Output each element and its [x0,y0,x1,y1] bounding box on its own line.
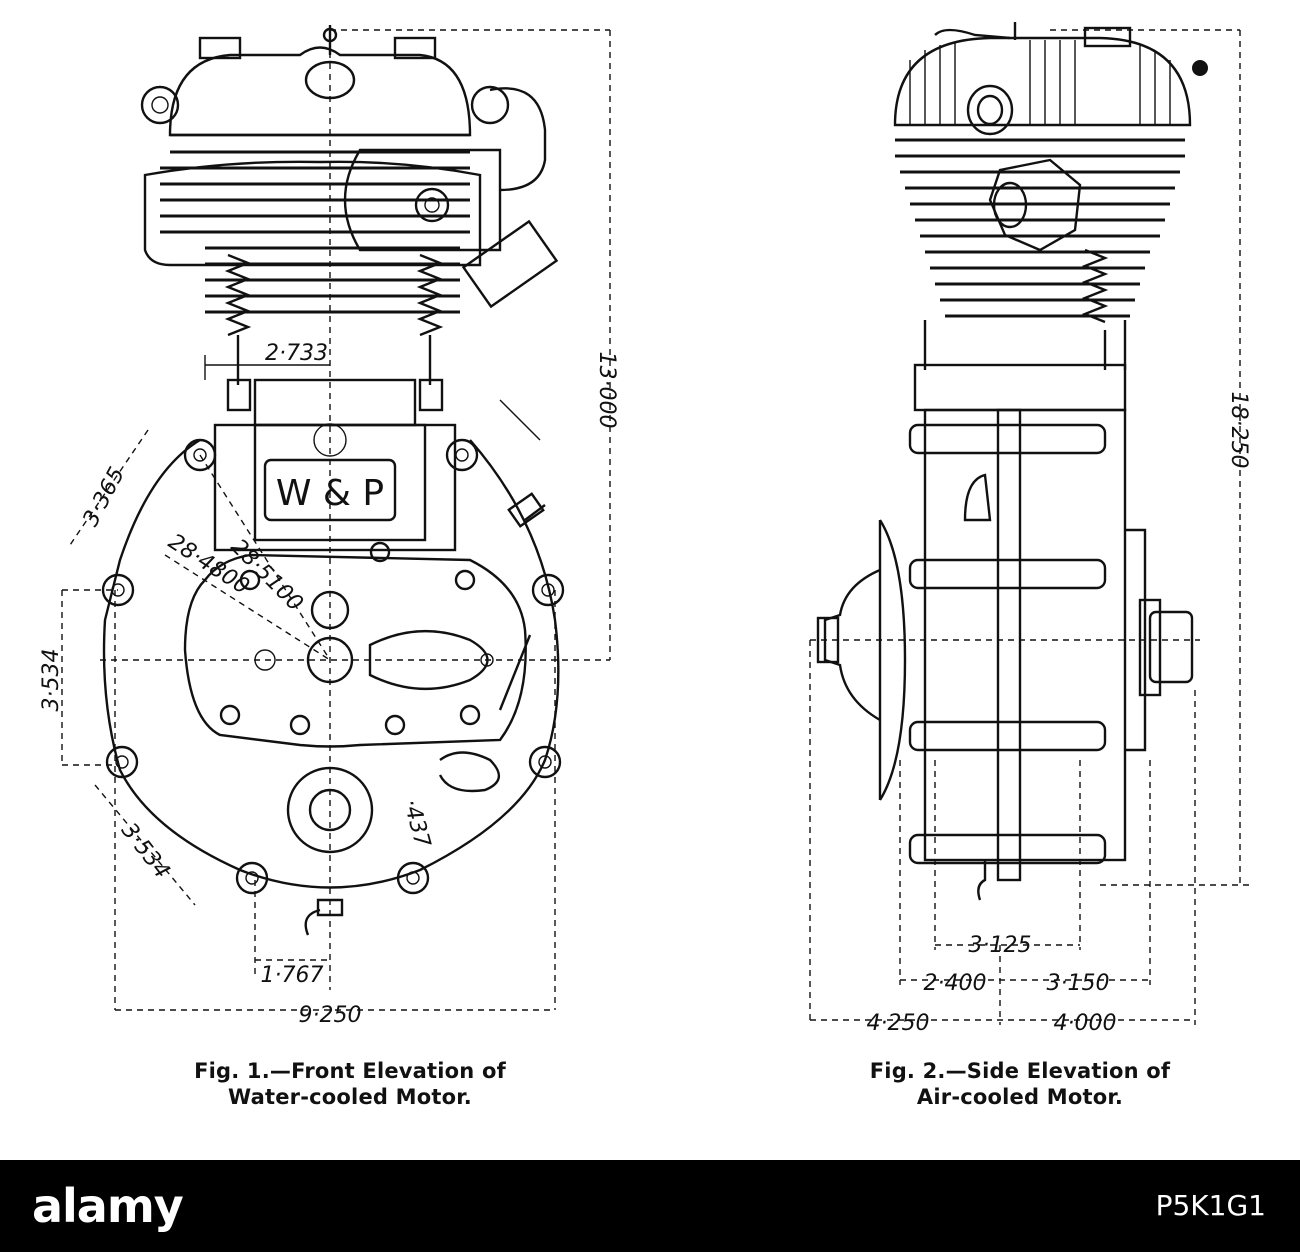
fig1-dim-1767: 1·767 [261,963,324,988]
fig2-side-elevation: 18·250 3·125 2·400 3·150 4·250 4·000 [809,22,1251,1036]
fig2-dim-2400: 2·400 [924,971,987,996]
fig1-cylinder-fins [143,148,559,314]
fig2-caption-line2: Air-cooled Motor. [916,1085,1124,1109]
fig2-dim-3150: 3·150 [1047,971,1110,996]
image-code: P5K1G1 [1155,1189,1266,1222]
fig2-crankcase [816,363,1194,901]
fig1-cylinder-head [140,25,547,192]
fig1-dim-3365: 3·365 [78,463,130,530]
fig2-caption-line1: Fig. 2.—Side Elevation of [869,1059,1171,1083]
fig1-caption: Fig. 1.—Front Elevation of Water-cooled … [100,1058,600,1110]
fig2-dim-4000: 4·000 [1054,1011,1117,1036]
fig2-cylinder-head [893,22,1208,136]
fig2-caption: Fig. 2.—Side Elevation of Air-cooled Mot… [770,1058,1270,1110]
fig1-caption-line2: Water-cooled Motor. [228,1085,472,1109]
fig1-valve-springs [224,253,444,412]
alamy-logo[interactable]: alamy [32,1179,184,1233]
fig2-dim-3125: 3·125 [969,933,1032,958]
fig2-dim-4250: 4·250 [867,1011,930,1036]
drawing-area: W & P [39,22,1270,1110]
fig1-dim-9250: 9·250 [299,1003,362,1028]
fig1-crankcase-block: W & P [213,378,457,552]
fig1-front-elevation: W & P [39,25,619,1028]
fig1-dim-437: ·437 [398,796,435,850]
footer-bar: alamy P5K1G1 [0,1160,1300,1252]
fig1-dimension-lines [61,29,611,1011]
fig1-dim-2733: 2·733 [265,341,328,366]
fig1-caption-line1: Fig. 1.—Front Elevation of [194,1059,506,1083]
fig1-dim-13000: 13·000 [594,352,619,429]
fig2-cylinder-fins [895,138,1185,370]
fig2-dim-18250: 18·250 [1226,392,1251,469]
fig2-dimension-lines [809,29,1250,1025]
fig1-dim-3534b: 3·534 [116,818,174,883]
engine-drawings: W & P [39,22,1251,1036]
fig1-crankcase [101,438,565,936]
fig1-dim-3534a: 3·534 [39,649,64,712]
